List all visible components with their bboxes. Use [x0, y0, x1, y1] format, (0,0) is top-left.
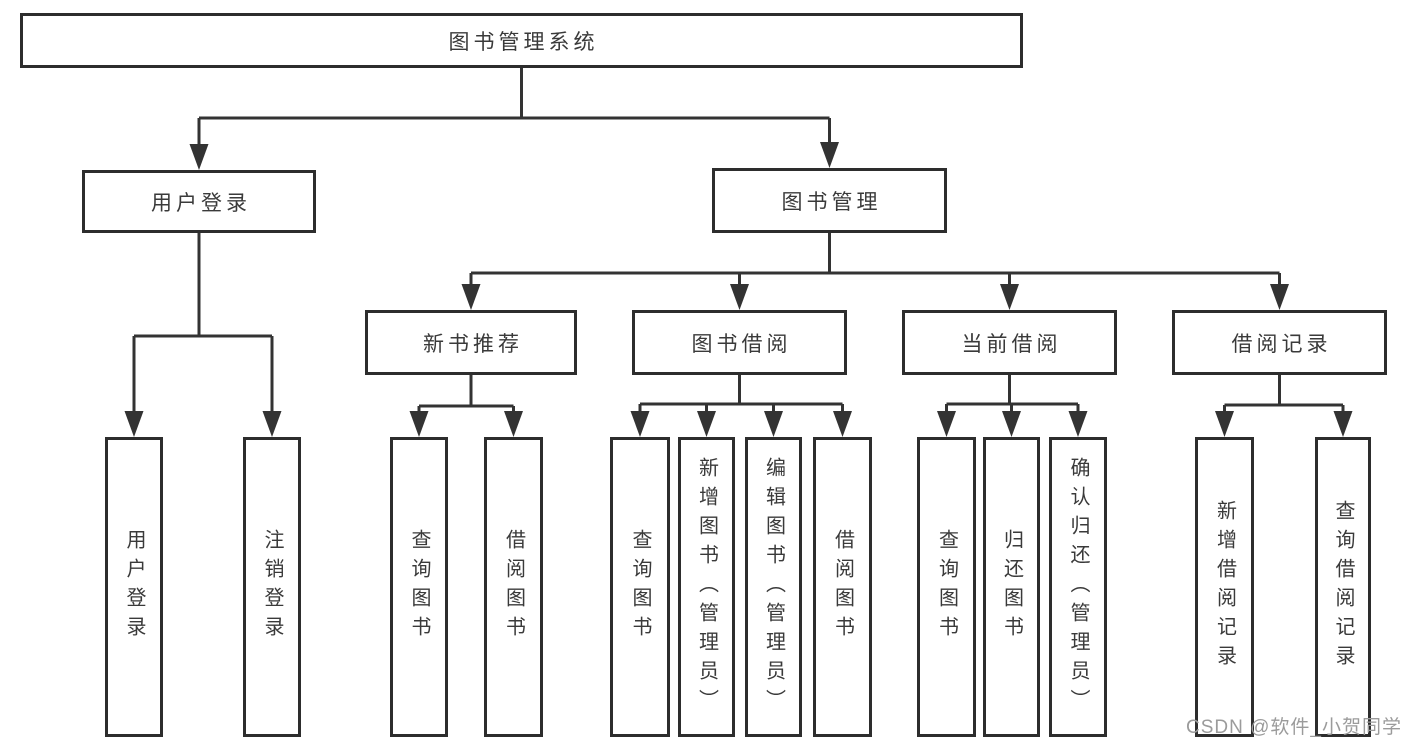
node-borrow-record: 借阅记录: [1172, 310, 1387, 375]
leaf-borrow-book: 借阅图书: [484, 437, 543, 737]
leaf-query-book-label: 查询图书: [408, 529, 430, 645]
leaf-query-book: 查询图书: [390, 437, 448, 737]
leaf-logout: 注销登录: [243, 437, 301, 737]
leaf-add-borrow-record: 新增借阅记录: [1195, 437, 1254, 737]
leaf-borrow-book: 借阅图书: [813, 437, 872, 737]
node-current-borrow: 当前借阅: [902, 310, 1117, 375]
leaf-user-login: 用户登录: [105, 437, 163, 737]
node-new-book-recommend: 新书推荐: [365, 310, 577, 375]
leaf-borrow-book-label: 借阅图书: [831, 529, 854, 645]
leaf-query-book: 查询图书: [610, 437, 670, 737]
leaf-edit-book-admin: 编辑图书（管理员）: [745, 437, 802, 737]
leaf-add-book-admin-label: 新增图书（管理员）: [695, 456, 718, 718]
node-book-management: 图书管理: [712, 168, 947, 233]
leaf-return-book-label: 归还图书: [1000, 529, 1023, 645]
leaf-user-login-label: 用户登录: [123, 529, 145, 645]
leaf-borrow-book-label: 借阅图书: [502, 529, 525, 645]
leaf-confirm-return-admin-label: 确认归还（管理员）: [1067, 456, 1089, 718]
node-library-system-root: 图书管理系统: [20, 13, 1023, 68]
leaf-logout-label: 注销登录: [261, 529, 283, 645]
leaf-edit-book-admin-label: 编辑图书（管理员）: [762, 456, 785, 718]
node-book-borrow: 图书借阅: [632, 310, 847, 375]
csdn-watermark: CSDN @软件_小贺同学: [1186, 717, 1402, 738]
leaf-add-borrow-record-label: 新增借阅记录: [1213, 500, 1236, 674]
leaf-query-borrow-record-label: 查询借阅记录: [1332, 500, 1354, 674]
node-user-login: 用户登录: [82, 170, 316, 233]
leaf-query-book: 查询图书: [917, 437, 976, 737]
leaf-return-book: 归还图书: [983, 437, 1040, 737]
leaf-query-borrow-record: 查询借阅记录: [1315, 437, 1371, 737]
leaf-query-book-label: 查询图书: [935, 529, 958, 645]
leaf-confirm-return-admin: 确认归还（管理员）: [1049, 437, 1107, 737]
leaf-query-book-label: 查询图书: [629, 529, 651, 645]
leaf-add-book-admin: 新增图书（管理员）: [678, 437, 735, 737]
